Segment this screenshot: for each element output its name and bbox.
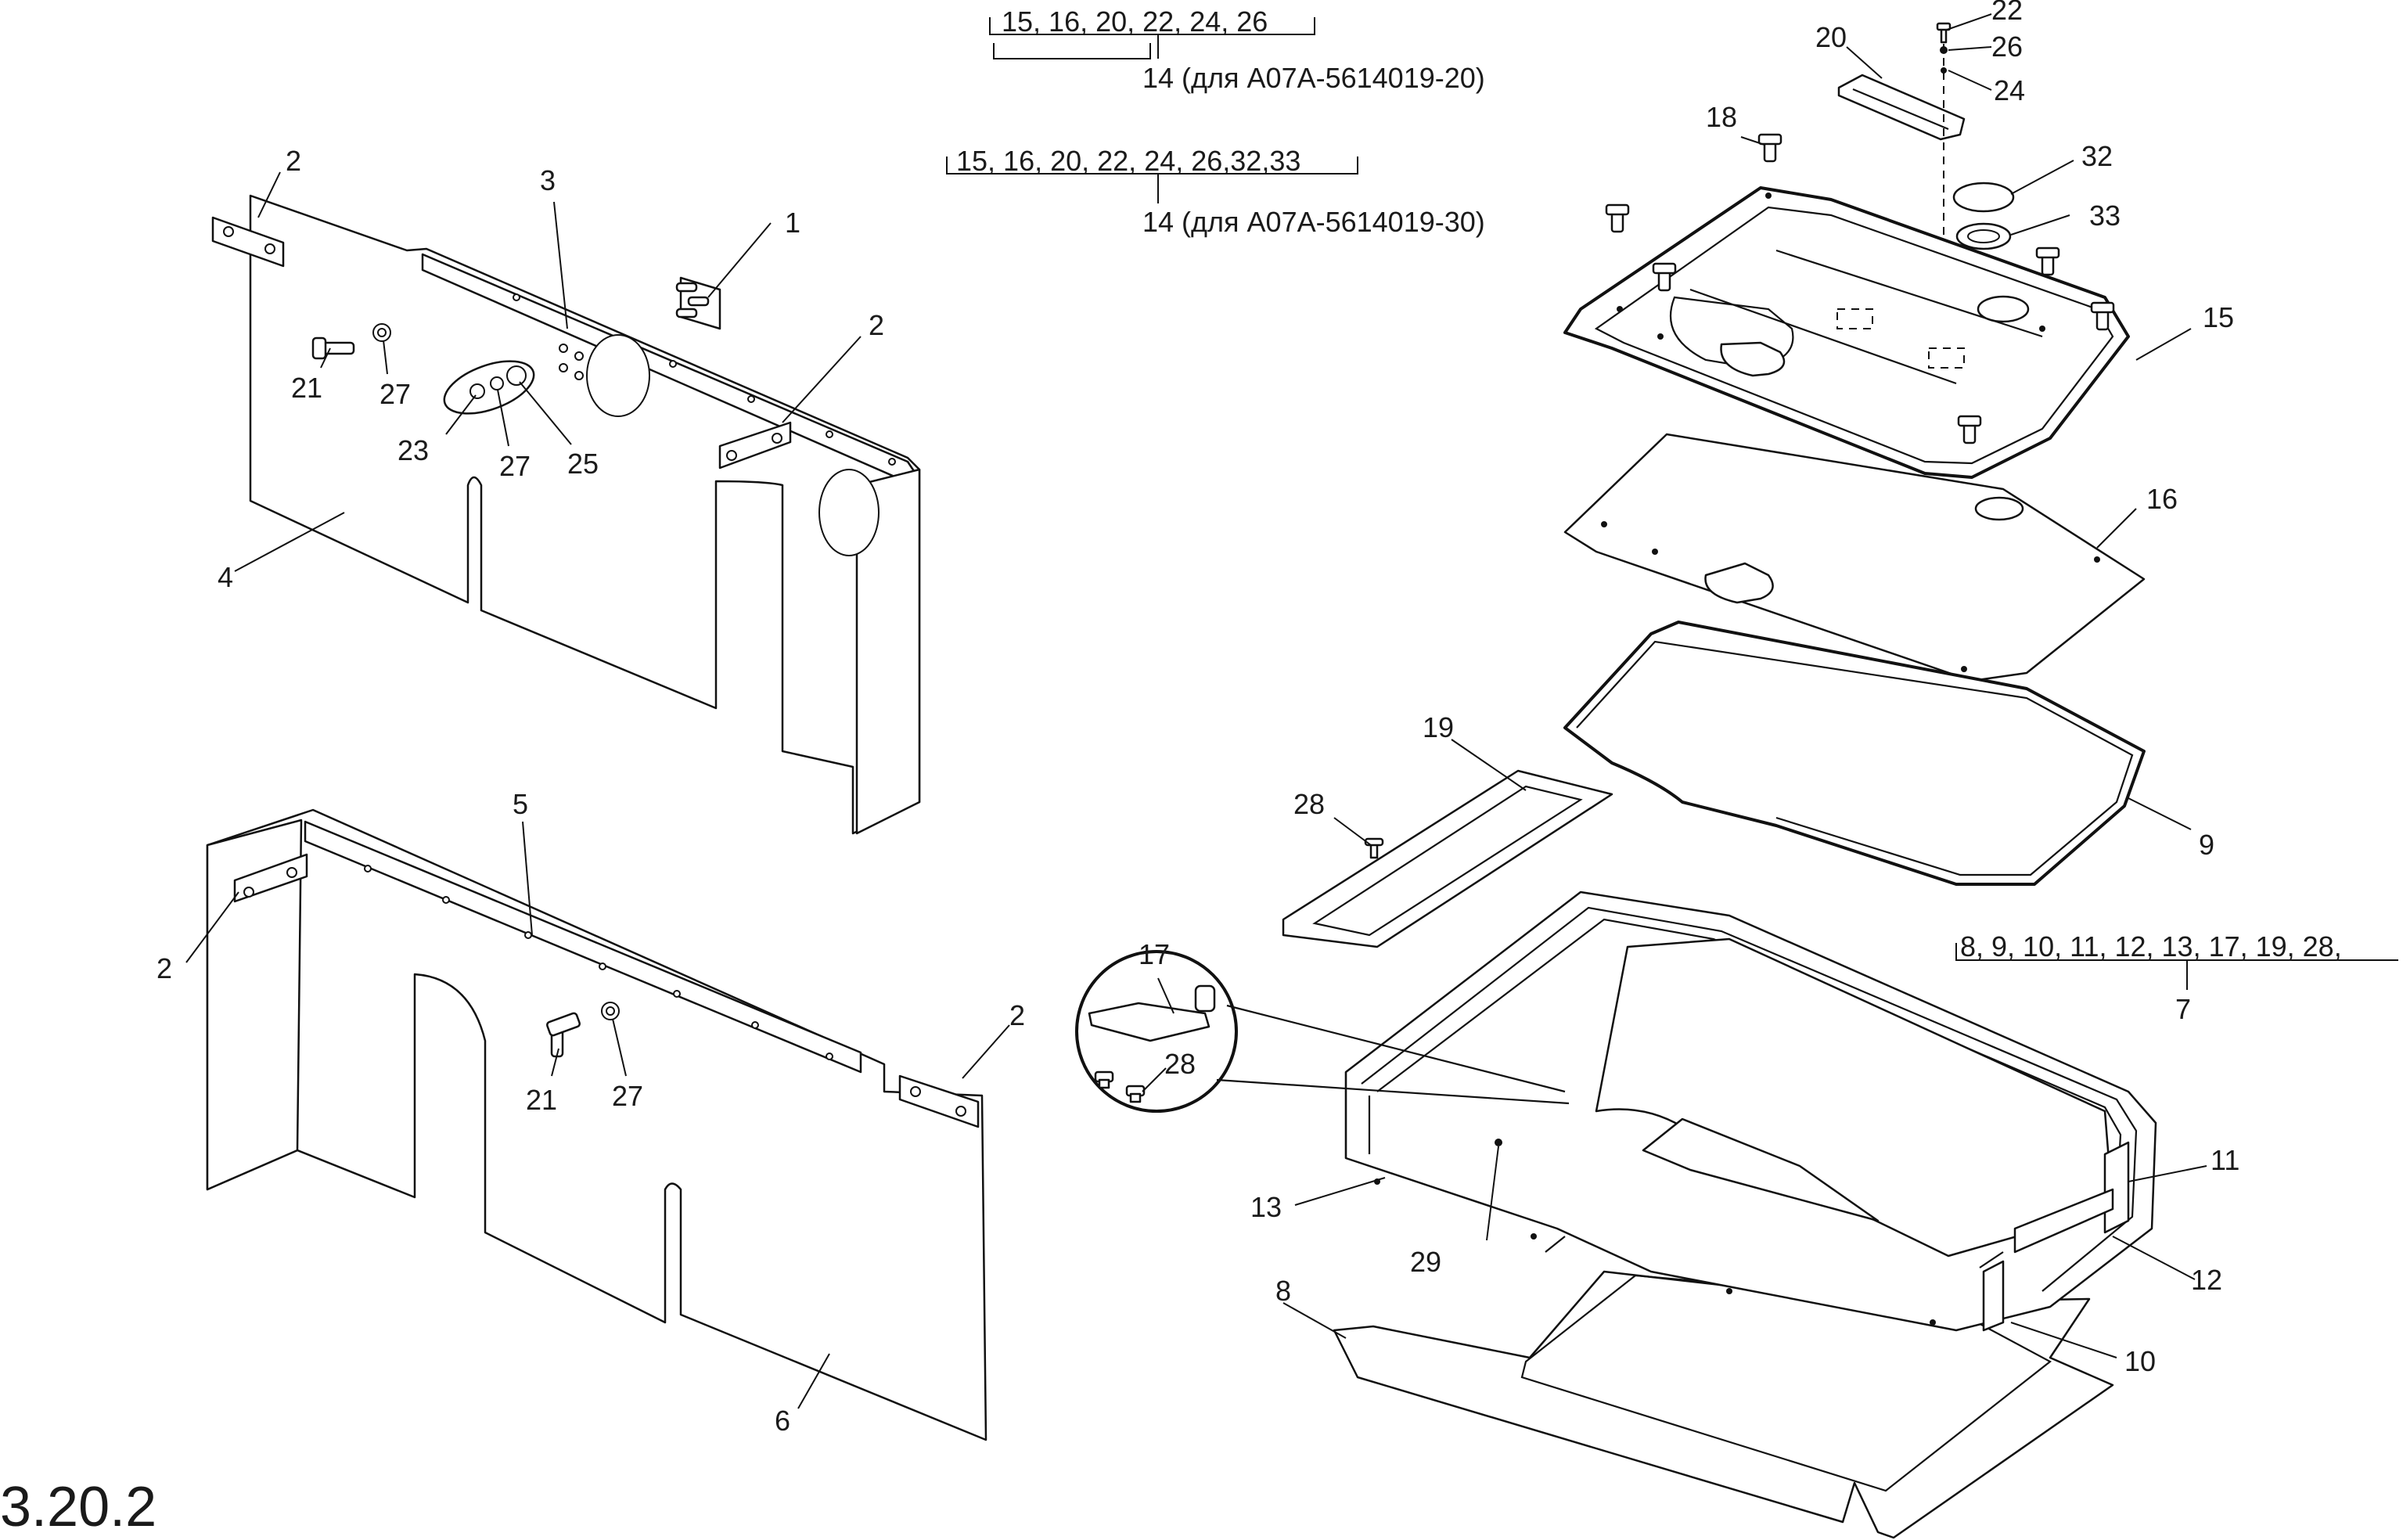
group-bracket-3 <box>1955 943 2398 990</box>
callout-27-lower: 27 <box>612 1080 643 1112</box>
screw-28-upper <box>1364 837 1384 859</box>
callout-21-lower: 21 <box>526 1084 557 1116</box>
base-frame-13 <box>1344 891 2157 1332</box>
callout-16: 16 <box>2146 483 2178 515</box>
callout-10: 10 <box>2124 1345 2156 1377</box>
callout-28-detail: 28 <box>1164 1048 1196 1080</box>
bracket-10 <box>1982 1260 2005 1332</box>
callout-17: 17 <box>1139 938 1170 970</box>
panel-4-round-opening-1 <box>586 334 650 417</box>
panel-6 <box>206 808 987 1441</box>
callout-2-lower-left: 2 <box>156 952 172 984</box>
callout-2-upper-left: 2 <box>286 145 301 177</box>
channel-19 <box>1282 769 1613 948</box>
handle-20 <box>1837 74 1966 141</box>
panel-6-assembly <box>206 808 987 1441</box>
screw-22 <box>1936 22 1952 44</box>
callout-20: 20 <box>1815 21 1847 53</box>
group-1-parts: 15, 16, 20, 22, 24, 26 <box>1002 5 1268 38</box>
callout-6: 6 <box>775 1405 790 1437</box>
bracket-17 <box>1088 984 1216 1042</box>
callout-11: 11 <box>2211 1144 2239 1176</box>
callout-8: 8 <box>1275 1275 1291 1307</box>
panel-4-round-opening-2 <box>818 469 880 556</box>
stud-plate-1 <box>675 276 721 330</box>
callout-15: 15 <box>2203 301 2234 333</box>
grommet-25 <box>506 365 527 386</box>
callout-19: 19 <box>1423 711 1454 743</box>
bolts-18 <box>1605 133 2115 444</box>
callout-28-upper: 28 <box>1293 788 1325 820</box>
callout-26: 26 <box>1991 31 2023 63</box>
figure-number: 3.20.2 <box>0 1476 156 1538</box>
group-3-assembly: 7 <box>2175 993 2191 1025</box>
callout-9: 9 <box>2199 829 2214 861</box>
washer-27-mid <box>490 376 504 390</box>
group-1-assembly: 14 (для А07А-5614019-20) <box>1142 62 1485 94</box>
bolt-21-lower <box>546 1012 581 1058</box>
liner-16 <box>1563 433 2146 682</box>
bracket-2-lower-right <box>898 1074 980 1128</box>
washer-27-lower <box>601 1002 620 1020</box>
callout-2-lower-right: 2 <box>1009 999 1025 1031</box>
nut-23 <box>469 383 485 399</box>
seal-33 <box>1955 222 2012 250</box>
screws-28-detail <box>1094 1070 1146 1103</box>
callout-32: 32 <box>2081 140 2113 172</box>
panel-4-end-flange <box>855 468 921 835</box>
callout-12: 12 <box>2191 1264 2222 1296</box>
bracket-11 <box>2103 1141 2130 1234</box>
bracket-12 <box>2013 1188 2114 1254</box>
seal-9 <box>1563 621 2146 886</box>
group-bracket-2 <box>946 157 1358 203</box>
callout-29: 29 <box>1410 1246 1441 1278</box>
cover-plate-23-25-27 <box>443 360 535 415</box>
group-2-assembly: 14 (для А07А-5614019-30) <box>1142 206 1485 238</box>
callout-22: 22 <box>1991 0 2023 26</box>
callout-4: 4 <box>218 561 233 593</box>
bracket-2-upper-right <box>718 421 792 470</box>
callout-24: 24 <box>1994 74 2025 106</box>
callout-1: 1 <box>785 207 800 239</box>
callout-23: 23 <box>398 434 429 466</box>
callout-21-upper: 21 <box>291 372 322 404</box>
panel-4 <box>249 194 921 835</box>
floor-8 <box>1333 1270 2114 1539</box>
group-2-parts: 15, 16, 20, 22, 24, 26,32,33 <box>956 145 1300 177</box>
callout-2-upper-right: 2 <box>869 309 884 341</box>
callout-27-upper: 27 <box>380 378 411 410</box>
callout-25: 25 <box>567 448 599 480</box>
callout-18: 18 <box>1706 101 1737 133</box>
panel-6-flange <box>304 820 862 1074</box>
screw-29 <box>1495 1139 1502 1146</box>
bracket-2-lower-left <box>233 853 308 903</box>
callout-27-mid: 27 <box>499 450 531 482</box>
callout-5: 5 <box>513 788 528 820</box>
roof-panel-15 <box>1563 186 2130 479</box>
callout-33: 33 <box>2089 200 2121 232</box>
cap-32 <box>1952 182 2015 213</box>
spacer-24 <box>1941 67 1947 74</box>
bracket-2-upper-left <box>211 216 285 268</box>
callout-3: 3 <box>540 164 556 196</box>
group-3-parts: 8, 9, 10, 11, 12, 13, 17, 19, 28, <box>1960 930 2342 962</box>
callout-13: 13 <box>1250 1191 1282 1223</box>
bolt-21-upper <box>311 336 355 360</box>
callout-labels: 1 2 2 2 2 3 4 5 6 7 8 9 10 11 12 13 15 1… <box>156 0 2239 1437</box>
group-bracket-1 <box>989 17 1315 59</box>
washer-27-upper <box>372 323 391 342</box>
group-labels: 15, 16, 20, 22, 24, 26 14 (для А07А-5614… <box>956 5 2342 1025</box>
panel-6-side-flange <box>206 819 303 1191</box>
leader-lines <box>185 13 2207 1409</box>
panel-4-assembly <box>249 194 921 835</box>
detail-view-17 <box>1075 950 1570 1113</box>
